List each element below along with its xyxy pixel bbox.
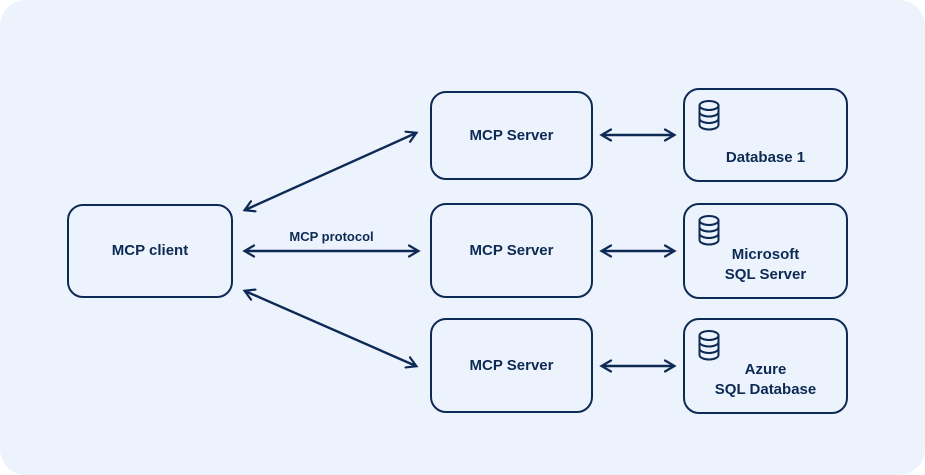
mcp-server-label: MCP Server bbox=[469, 126, 554, 144]
database-icon bbox=[698, 330, 720, 361]
database-label: Azure SQL Database bbox=[714, 361, 817, 398]
database-icon bbox=[698, 215, 720, 246]
database-label: Database 1 bbox=[725, 149, 806, 166]
mcp-server-label: MCP Server bbox=[469, 241, 554, 259]
arrow-client-to-server-1 bbox=[245, 133, 416, 210]
node-mcp-server-3: MCP Server bbox=[430, 318, 593, 413]
mcp-server-label: MCP Server bbox=[469, 356, 554, 374]
mcp-protocol-label: MCP protocol bbox=[289, 229, 374, 244]
database-icon bbox=[698, 100, 720, 131]
node-mcp-client: MCP client bbox=[67, 204, 233, 298]
arrow-client-to-server-3 bbox=[245, 291, 416, 366]
node-database-1: Database 1 bbox=[683, 88, 848, 182]
node-mcp-server-2: MCP Server bbox=[430, 203, 593, 298]
database-label: Microsoft SQL Server bbox=[724, 246, 807, 283]
node-database-2: Microsoft SQL Server bbox=[683, 203, 848, 299]
node-database-3: Azure SQL Database bbox=[683, 318, 848, 414]
node-mcp-server-1: MCP Server bbox=[430, 91, 593, 180]
mcp-client-label: MCP client bbox=[111, 242, 189, 259]
